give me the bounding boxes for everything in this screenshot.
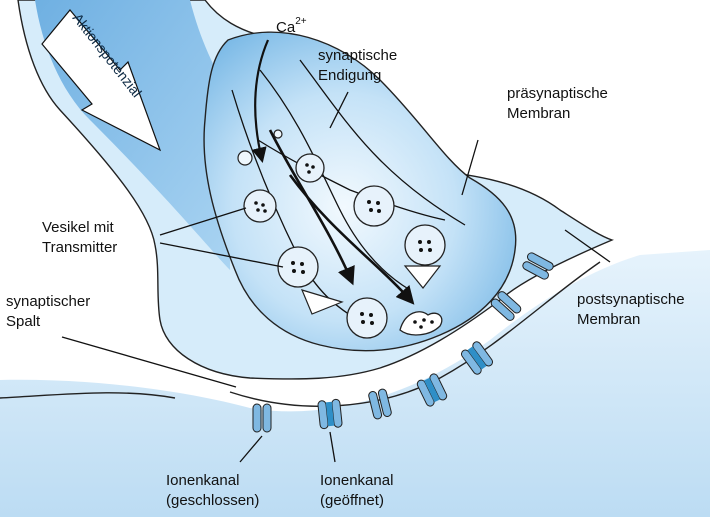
svg-text:Membran: Membran [577, 311, 640, 328]
vesicle [354, 186, 394, 226]
vesicle [405, 225, 445, 265]
svg-text:Spalt: Spalt [6, 313, 41, 330]
label-vesicles: Vesikel mit Transmitter [42, 219, 117, 256]
vesicle [278, 247, 318, 287]
svg-text:Endigung: Endigung [318, 67, 381, 84]
svg-text:(geöffnet): (geöffnet) [320, 492, 384, 509]
vesicle [347, 298, 387, 338]
svg-text:Ionenkanal: Ionenkanal [320, 472, 393, 489]
svg-text:synaptische: synaptische [318, 47, 397, 64]
svg-text:Membran: Membran [507, 105, 570, 122]
vesicle [244, 190, 276, 222]
label-synaptic-cleft: synaptischer Spalt [6, 293, 90, 330]
svg-text:Transmitter: Transmitter [42, 239, 117, 256]
svg-text:synaptischer: synaptischer [6, 293, 90, 310]
ion-channel-open [318, 399, 343, 429]
svg-text:Ionenkanal: Ionenkanal [166, 472, 239, 489]
label-presynaptic-membrane: präsynaptische Membran [507, 85, 608, 122]
svg-text:Vesikel mit: Vesikel mit [42, 219, 115, 236]
svg-text:postsynaptische: postsynaptische [577, 291, 685, 308]
calcium-label: Ca2+ [276, 16, 307, 36]
svg-text:präsynaptische: präsynaptische [507, 85, 608, 102]
vesicle [296, 154, 324, 182]
svg-text:(geschlossen): (geschlossen) [166, 492, 259, 509]
